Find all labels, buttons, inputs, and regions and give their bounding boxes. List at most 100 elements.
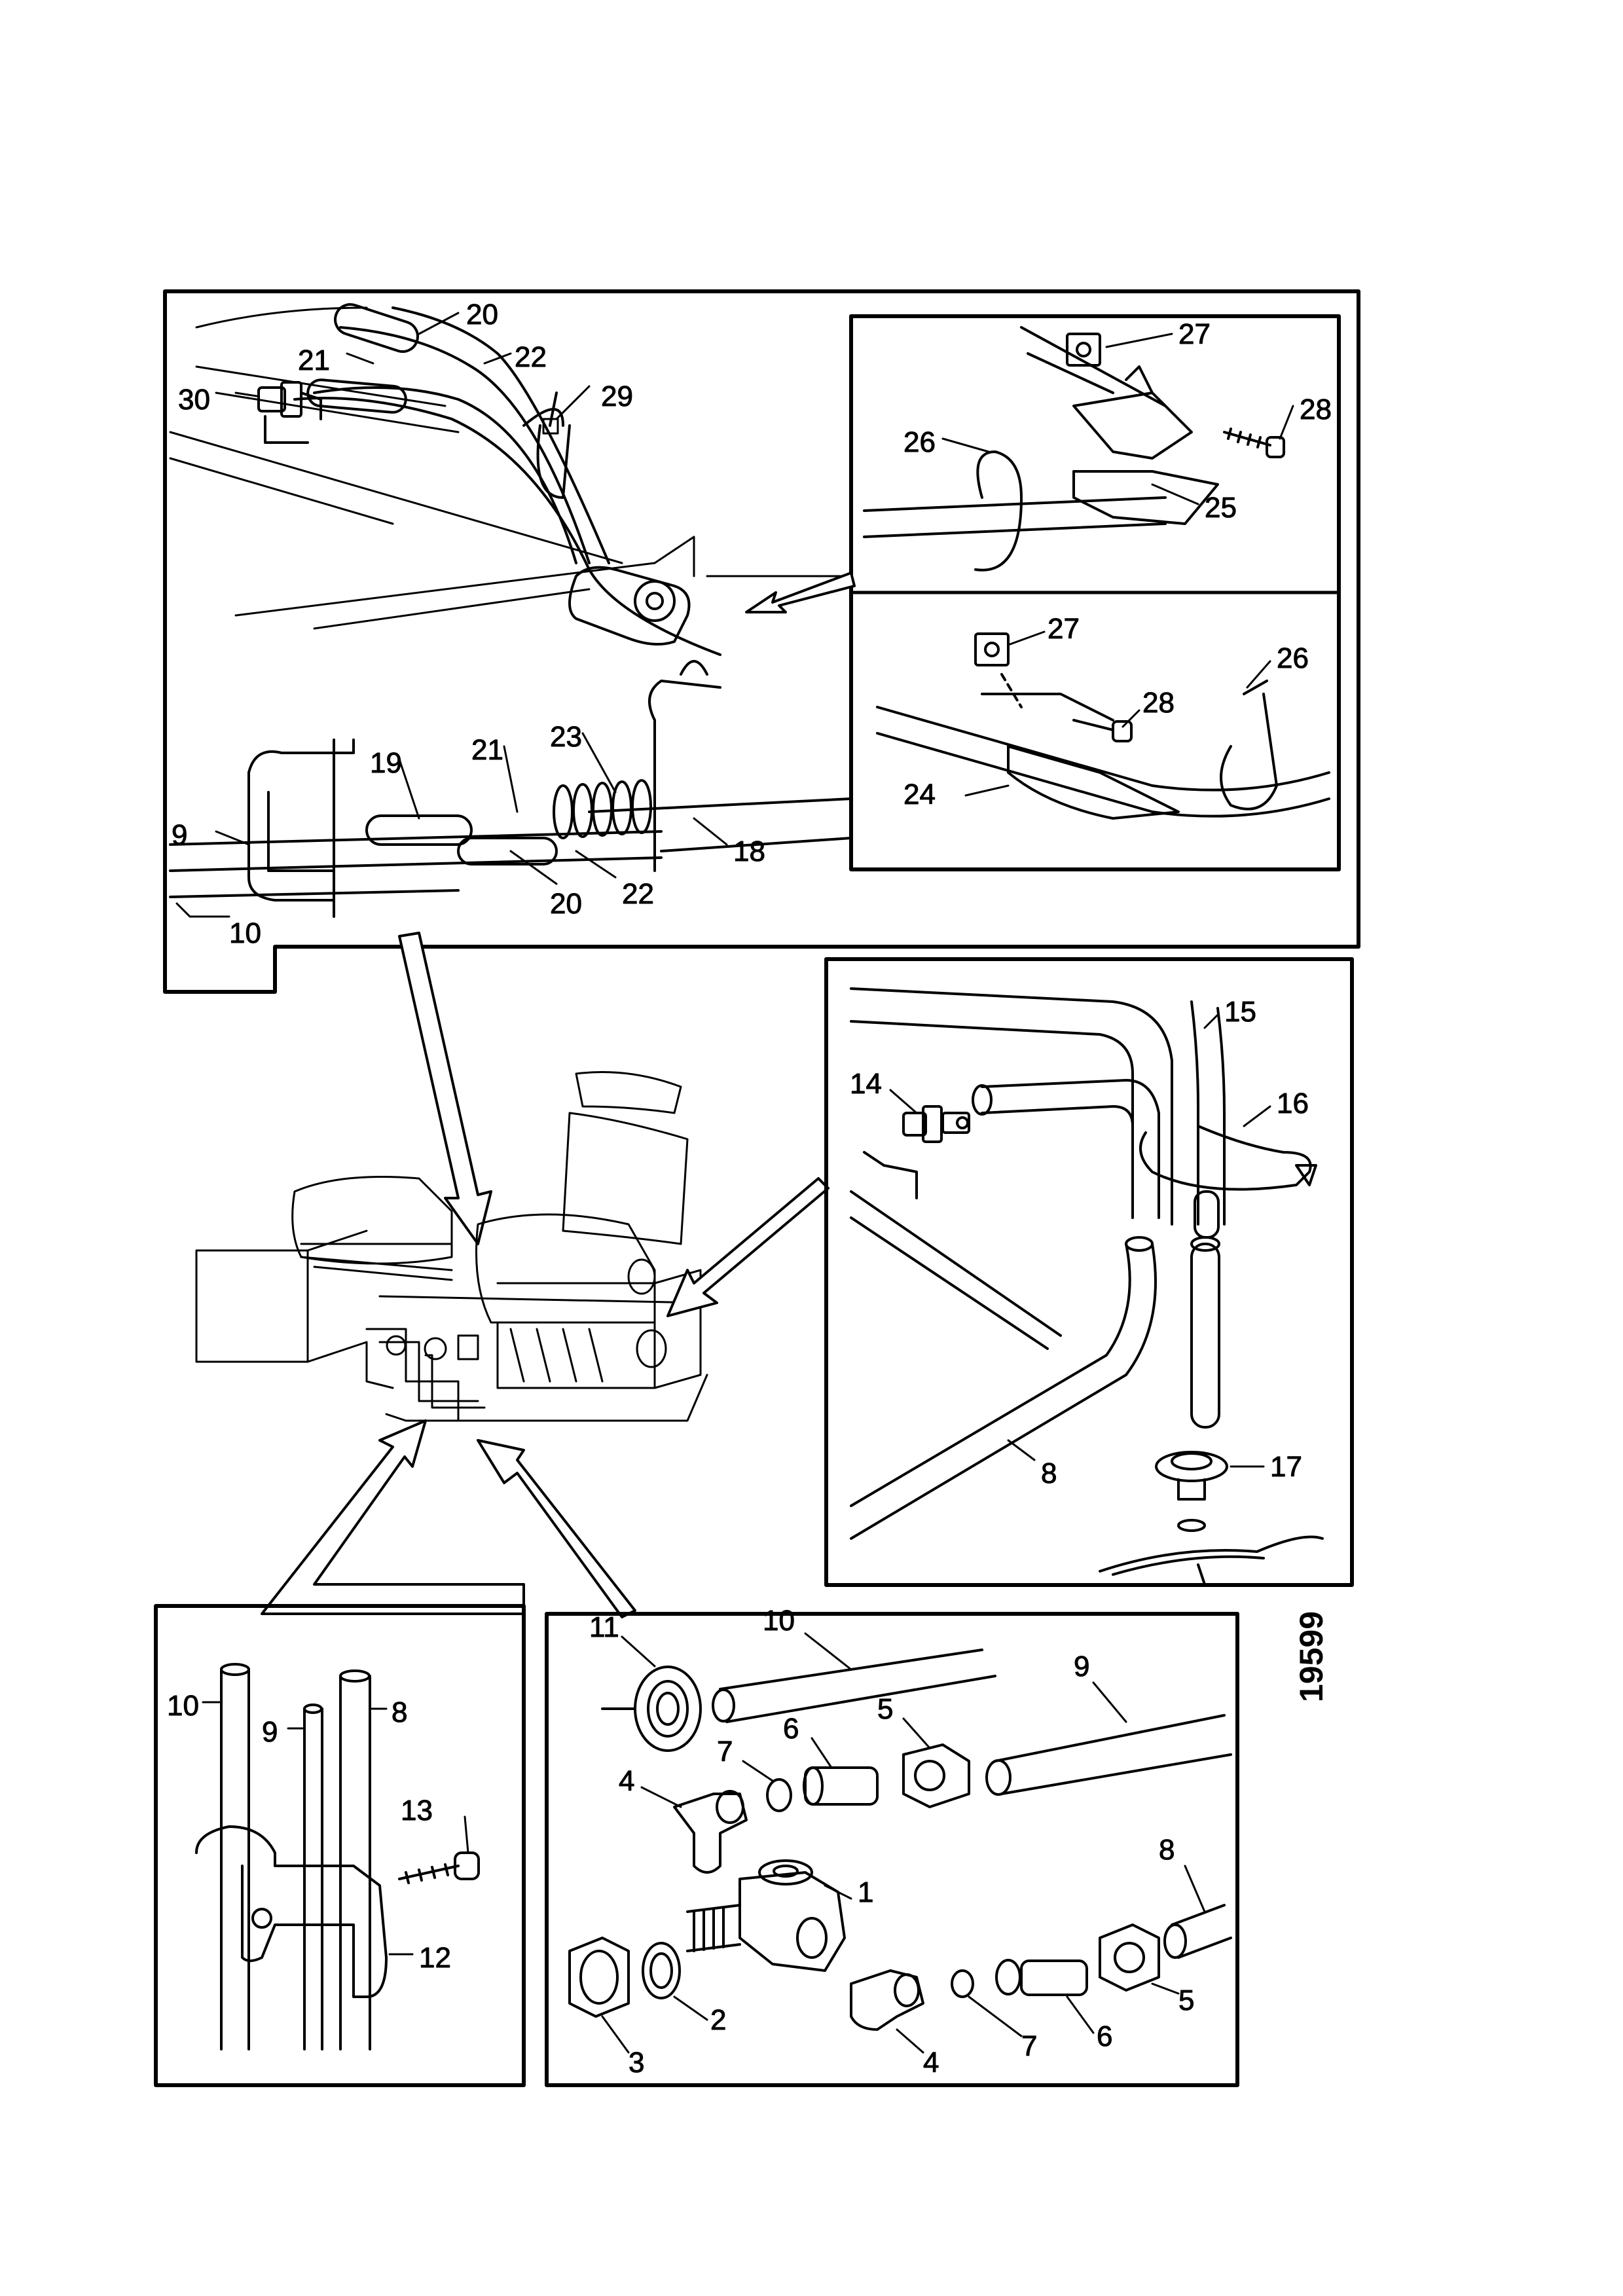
callout-15: 15 <box>1224 996 1256 1028</box>
callout-5-upper: 5 <box>877 1693 893 1725</box>
callout-27-upper: 27 <box>1178 318 1211 350</box>
callout-8-fitting: 8 <box>1159 1834 1175 1866</box>
callout-21: 21 <box>298 344 330 376</box>
nut-5-lower-icon <box>1099 1923 1160 1992</box>
protective-sleeve-21 <box>306 378 407 414</box>
callout-9-bracket: 9 <box>262 1716 278 1748</box>
screw-28-lower-icon <box>1072 719 1133 742</box>
callout-20: 20 <box>466 299 498 331</box>
callout-16: 16 <box>1277 1087 1309 1120</box>
callout-7-upper: 7 <box>717 1736 733 1768</box>
cable-bundle <box>293 306 721 656</box>
ring-7-lower <box>951 1969 974 1998</box>
callout-26-lower: 26 <box>1277 642 1309 674</box>
washer-2 <box>642 1942 681 1999</box>
cable-duct <box>169 660 852 918</box>
connector-14-icon <box>902 1105 970 1143</box>
leader-lines-upper-inset <box>941 333 1294 505</box>
nut-27-lower-icon <box>974 632 1010 666</box>
callout-22-lower: 22 <box>622 878 654 910</box>
leader-lines-tube-panel <box>889 1013 1271 1468</box>
panel-frame-top <box>163 289 1360 994</box>
lower-detail <box>876 632 1330 820</box>
callout-17: 17 <box>1270 1451 1302 1483</box>
callout-9: 9 <box>172 819 187 851</box>
clamp-12-icon <box>195 1825 388 1998</box>
callout-6-upper: 6 <box>783 1713 799 1745</box>
pipe-9 <box>303 1707 323 2050</box>
clamp-16 <box>1139 1125 1312 1191</box>
sleeve-20-lower <box>457 837 558 866</box>
callout-3: 3 <box>629 2047 644 2079</box>
protective-sleeve-20 <box>334 303 419 353</box>
tube-15 <box>981 1079 1160 1219</box>
pipe-8 <box>339 1675 371 2050</box>
floor-lines <box>169 306 846 630</box>
fittings-panel-frame <box>545 1612 1239 2087</box>
callout-29: 29 <box>601 380 633 412</box>
callout-8-tube: 8 <box>1041 1457 1057 1489</box>
pipe-9-fitting <box>994 1714 1232 1795</box>
panel-pipe-bracket: 10 9 8 13 12 <box>154 1604 526 2087</box>
grommet-block <box>568 566 691 646</box>
pipe-10-fitting <box>719 1649 996 1723</box>
callout-30: 30 <box>178 384 210 416</box>
leader-lines-fittings-panel <box>601 1632 1206 2054</box>
callout-27-lower: 27 <box>1048 613 1080 645</box>
grommet-17-icon <box>1155 1451 1228 1532</box>
arrow-to-seat <box>398 932 492 1245</box>
callout-4-upper: 4 <box>619 1765 634 1797</box>
callout-18: 18 <box>733 835 765 867</box>
callout-6-lower: 6 <box>1097 2020 1112 2052</box>
grommet-11-icon <box>634 1666 702 1752</box>
callout-4-lower: 4 <box>923 2047 939 2079</box>
cable-clip-29 <box>536 424 571 499</box>
figure-reference-number: 19599 <box>1293 1611 1330 1702</box>
nut-3-icon <box>568 1937 630 2018</box>
pipe-10 <box>220 1668 250 2050</box>
callout-25: 25 <box>1205 492 1237 524</box>
callout-28-lower: 28 <box>1142 687 1175 719</box>
callout-24: 24 <box>903 778 936 811</box>
callout-23: 23 <box>550 721 582 753</box>
callout-2: 2 <box>710 2004 726 2036</box>
sleeve-6-lower <box>1020 1959 1088 1996</box>
callout-28-upper: 28 <box>1300 393 1332 426</box>
elbow-4-upper-icon <box>673 1790 748 1874</box>
callout-19: 19 <box>370 747 402 779</box>
tee-fitting-1-icon <box>686 1859 846 1972</box>
panel-clip-detail: 27 28 26 25 <box>745 314 1341 871</box>
sleeve-19 <box>365 814 473 846</box>
callout-5-lower: 5 <box>1178 1984 1194 2016</box>
seat-overview <box>195 932 830 1618</box>
bracket-panel-frame <box>154 1604 526 2087</box>
callout-10-fitting: 10 <box>763 1605 795 1637</box>
inset-arrow <box>745 572 856 613</box>
callout-1: 1 <box>858 1876 873 1908</box>
screw-28-icon <box>1223 428 1285 458</box>
leader-lines-lower-inset <box>964 630 1271 797</box>
callout-9-fitting: 9 <box>1074 1650 1089 1683</box>
nut-27-icon <box>1066 333 1101 367</box>
arrow-to-tube-panel <box>666 1177 830 1317</box>
seat-icon <box>291 1176 453 1265</box>
leader-lines-bracket-panel <box>202 1701 469 1956</box>
ring-7-upper <box>766 1778 792 1812</box>
callout-10: 10 <box>229 917 261 949</box>
screw-13-icon <box>398 1851 480 1884</box>
upper-detail <box>863 326 1285 572</box>
elbow-4-lower-icon <box>850 1969 924 2031</box>
panel-cable-routing: 20 21 22 29 30 19 21 23 9 10 20 22 18 <box>163 289 1360 994</box>
callout-20-lower: 20 <box>550 888 582 920</box>
panel-tube-routing: 15 14 16 8 17 <box>824 957 1354 1587</box>
sleeve-6-upper <box>804 1766 879 1806</box>
pipe-8-fitting <box>1171 1904 1232 1959</box>
spring-sleeve-23 <box>553 779 652 839</box>
callout-12: 12 <box>419 1942 451 1974</box>
arrow-from-fittings-panel <box>477 1439 636 1618</box>
callout-22: 22 <box>515 341 547 373</box>
nut-5-upper-icon <box>902 1743 970 1808</box>
callout-26-upper: 26 <box>903 426 936 458</box>
callout-14: 14 <box>850 1068 882 1100</box>
